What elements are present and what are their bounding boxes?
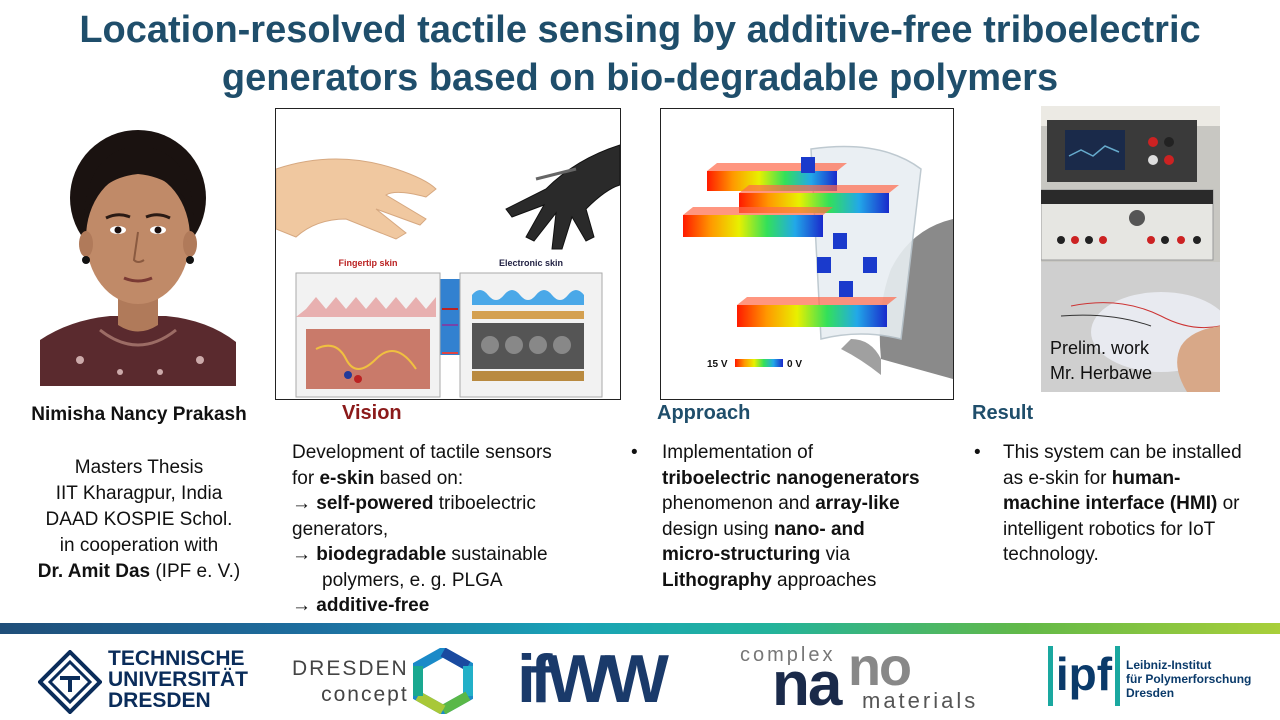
vision-item: → biodegradable sustainable [292,542,612,568]
approach-bullet: • [631,442,638,463]
tu-line: UNIVERSITÄT [108,668,249,691]
cnm-top-text: complex [740,644,836,666]
cnm-materials-text: materials [862,688,979,713]
affiliation-line: IIT Kharagpur, India [55,483,223,504]
tu-line: TECHNISCHE [108,647,245,670]
vision-line: for e-skin based on: [292,466,612,492]
result-text-span: as e-skin for [1003,467,1112,489]
approach-text-span: approaches [771,569,877,591]
vision-line: Development of tactile sensors [292,442,552,463]
dresden-concept-line: concept [321,683,409,706]
footer-color-stripe [0,623,1280,634]
title-line-2: generators based on bio-degradable polym… [221,57,1059,99]
approach-line: design using nano- and [662,517,962,543]
tu-dresden-logo [37,649,103,719]
arrow-icon: → [292,544,311,565]
vision-text-span: sustainable [446,544,548,565]
affiliation-line: Masters Thesis [74,457,204,478]
vision-item: → additive-free [292,593,612,619]
scale-low-label: 0 V [787,359,802,370]
presenter-affiliation: Masters Thesis IIT Kharagpur, India DAAD… [0,455,278,585]
vision-bold: biodegradable [316,544,447,565]
ipf-logo: ipf [1048,646,1120,706]
approach-bold: micro-structuring [662,544,821,565]
approach-line: triboelectric nanogenerators [662,466,962,492]
ipf-line: Leibniz-Institut [1126,658,1212,672]
vision-figure: Fingertip skin Electronic skin [275,108,621,400]
cnm-na-text: na [772,650,842,719]
caption-line: Mr. Herbawe [1050,363,1153,383]
vision-text-span: based on: [374,467,464,489]
affiliation-line: DAAD KOSPIE Schol. [45,509,233,530]
dresden-concept-logo [410,646,476,719]
ipf-line: Dresden [1126,686,1175,700]
presenter-photo [40,120,236,386]
dresden-concept-wordmark: DRESDEN concept [292,656,409,708]
approach-line: phenomenon and array-like [662,491,962,517]
vision-text: Development of tactile sensors for e-ski… [292,440,612,619]
ipf-wordmark: Leibniz-Institut für Polymerforschung Dr… [1126,658,1251,700]
ipf-line: für Polymerforschung [1126,672,1252,686]
arrow-icon: → [292,493,311,514]
approach-bold: array-like [815,493,900,514]
result-text-span: or [1217,493,1240,514]
approach-bold: triboelectric nanogenerators [662,467,920,489]
result-bold: machine interface (HMI) [1003,493,1218,514]
approach-text-span: phenomenon and [662,493,816,514]
result-line: intelligent robotics for IoT [1003,518,1216,540]
title-line-1: Location-resolved tactile sensing by add… [79,9,1201,51]
electronic-skin-label: Electronic skin [499,258,563,268]
approach-text-span: via [820,544,850,565]
approach-bold: Lithography [662,569,772,591]
tu-dresden-emblem-icon [37,649,103,715]
fingertip-skin-label: Fingertip skin [338,258,397,268]
approach-line: micro-structuring via [662,542,962,568]
approach-line: Lithography approaches [662,568,962,594]
tu-line: DRESDEN [108,689,211,712]
vision-bold: additive-free [316,595,430,616]
vision-text-span: triboelectric [433,493,536,514]
result-photo-caption: Prelim. work Mr. Herbawe [1050,336,1152,386]
result-line: as e-skin for human- [1003,466,1280,492]
vision-line: polymers, e. g. PLGA [322,569,503,591]
scale-high-label: 15 V [707,359,728,370]
result-line: machine interface (HMI) or [1003,491,1280,517]
vision-bold: e-skin [319,467,375,489]
approach-line: Implementation of [662,442,814,463]
approach-text: Implementation of triboelectric nanogene… [662,440,962,593]
tu-dresden-wordmark: TECHNISCHE UNIVERSITÄT DRESDEN [108,648,248,711]
slide-title: Location-resolved tactile sensing by add… [0,6,1280,102]
vision-bold: self-powered [316,493,434,514]
result-bullet: • [974,442,981,463]
approach-text-span: design using [662,518,774,540]
dresden-concept-line: DRESDEN [292,657,409,680]
result-line: technology. [1003,544,1099,565]
approach-heading: Approach [657,402,751,424]
footer-logos: TECHNISCHE UNIVERSITÄT DRESDEN DRESDEN c… [0,634,1280,720]
cnm-no-text: no [848,637,912,697]
approach-figure: 15 V 0 V [660,108,954,400]
vision-heading: Vision [342,402,402,424]
arrow-icon: → [292,595,311,616]
vision-line: generators, [292,518,389,540]
vision-item: → self-powered triboelectric [292,491,612,517]
result-line: This system can be installed [1003,442,1242,463]
caption-line: Prelim. work [1050,338,1150,358]
dresden-concept-ring-icon [413,646,473,716]
ifww-logo: ifWW [517,641,669,717]
result-heading: Result [972,402,1034,424]
supervisor-org: (IPF e. V.) [150,561,241,582]
result-photo [1041,106,1220,392]
affiliation-supervisor: Dr. Amit Das (IPF e. V.) [0,559,278,585]
presenter-name: Nimisha Nancy Prakash [31,404,247,425]
result-text: This system can be installed as e-skin f… [1003,440,1280,568]
affiliation-line: in cooperation with [59,535,219,556]
supervisor-name: Dr. Amit Das [37,561,151,582]
vision-text-span: for [292,467,320,489]
approach-bold: nano- and [773,518,865,540]
result-bold: human- [1111,467,1181,489]
